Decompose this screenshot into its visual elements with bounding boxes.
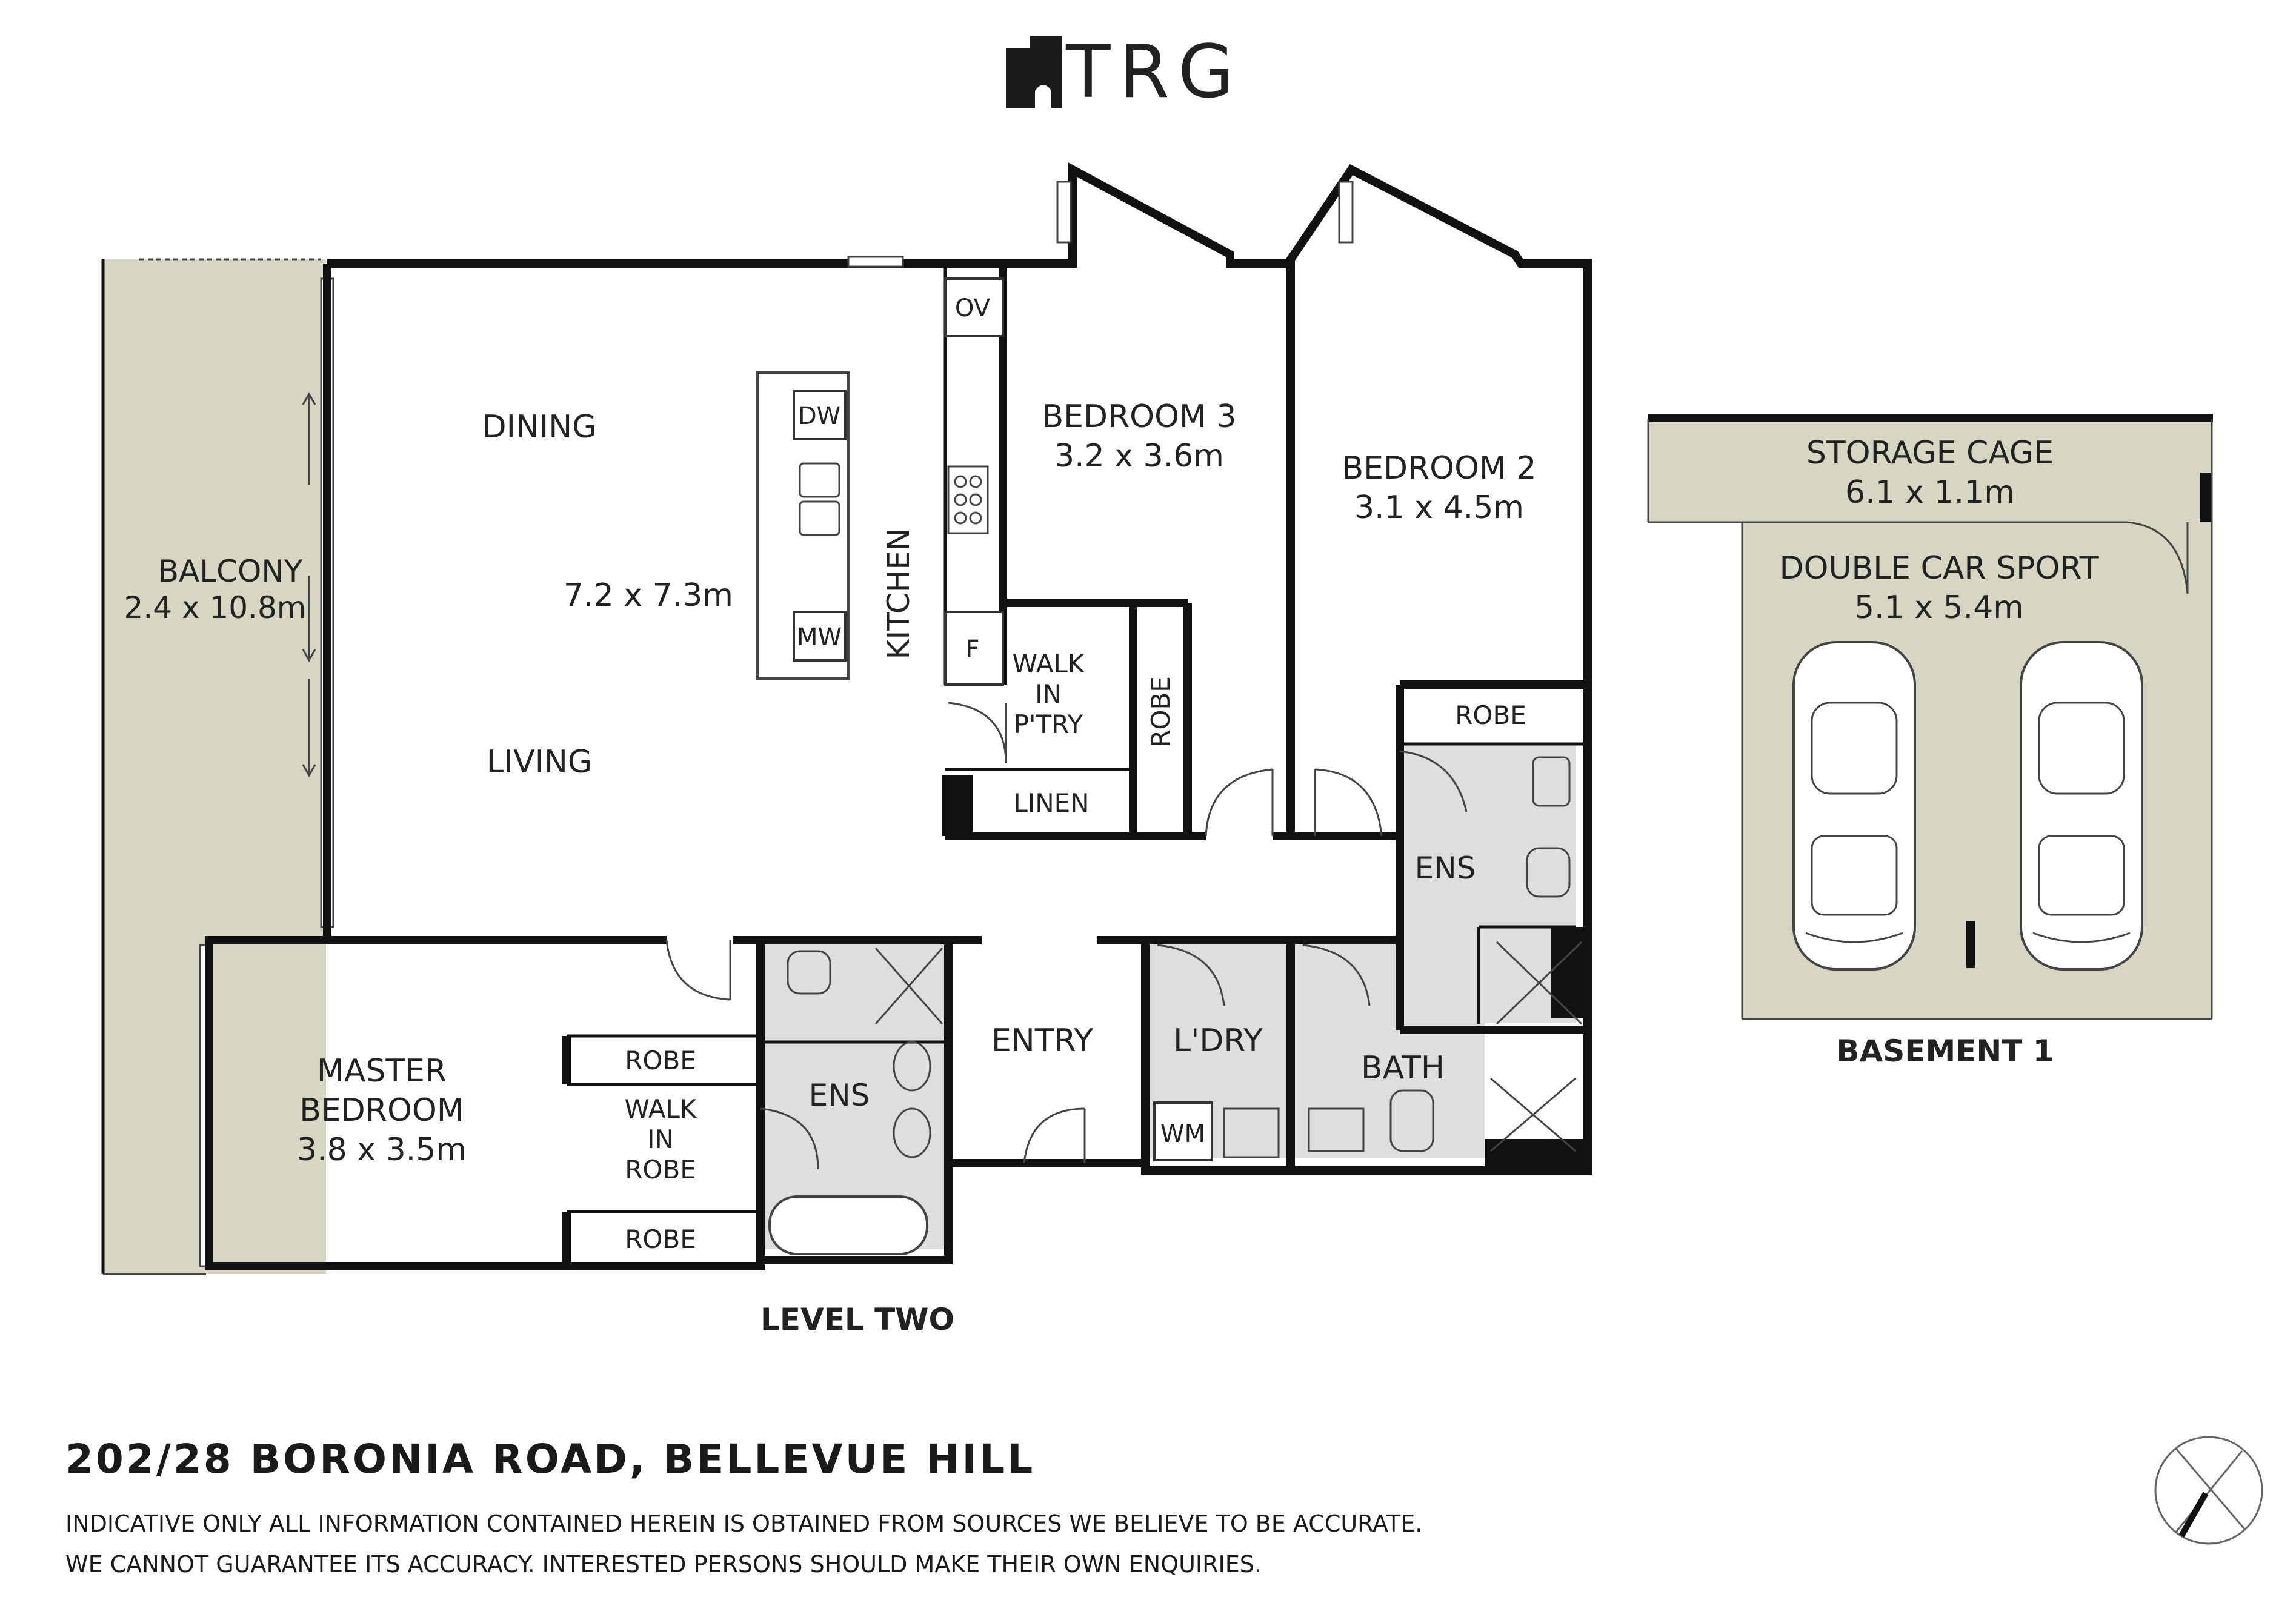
walkin-robe-line2: IN (647, 1124, 674, 1154)
bedroom3-size: 3.2 x 3.6m (1054, 438, 1224, 474)
basement-label: BASEMENT 1 (1836, 1034, 2054, 1069)
oven-label: OV (955, 294, 991, 322)
car-icon (2020, 641, 2143, 971)
living-size: 7.2 x 7.3m (564, 577, 733, 614)
kitchen-fixtures: DW MW OV F KITCHEN (756, 277, 1004, 686)
walkin-robe-line3: ROBE (625, 1155, 696, 1184)
basin-icon (893, 1041, 931, 1092)
balcony-size: 2.4 x 10.8m (124, 590, 307, 625)
bedroom2-label: BEDROOM 2 (1342, 450, 1536, 486)
trg-logo: TRG (1006, 30, 1243, 115)
shower-icon (1490, 1077, 1576, 1152)
bedroom3-label: BEDROOM 3 (1042, 399, 1236, 435)
dishwasher-box (793, 390, 847, 440)
bathtub-icon (768, 1195, 928, 1255)
master-label-line1: MASTER (317, 1053, 447, 1089)
shower-icon (874, 948, 943, 1024)
robe-bed2-label: ROBE (1455, 700, 1526, 730)
linen-label: LINEN (1013, 788, 1089, 818)
cooktop-icon (947, 465, 989, 534)
castle-icon (1006, 36, 1062, 108)
oven-box (944, 277, 1004, 337)
room-labels: DINING 7.2 x 7.3m LIVING BEDROOM 3 3.2 x… (297, 399, 1536, 1337)
laundry-tub-icon (1223, 1107, 1280, 1158)
toilet-icon (787, 950, 831, 995)
robe-bed3-label: ROBE (1146, 676, 1176, 748)
disclaimer-line2: WE CANNOT GUARANTEE ITS ACCURACY. INTERE… (65, 1551, 1262, 1578)
dishwasher-label: DW (798, 402, 840, 430)
washing-machine-box (1153, 1101, 1213, 1161)
balcony: BALCONY 2.4 x 10.8m (101, 258, 334, 1275)
washing-machine-label: WM (1160, 1120, 1205, 1148)
brand-name: TRG (1065, 30, 1243, 115)
fridge-label: F (965, 636, 979, 663)
fridge-box (944, 611, 1004, 686)
basement-plan: STORAGE CAGE 6.1 x 1.1m DOUBLE CAR SPORT… (1647, 414, 2213, 1069)
dining-label: DINING (482, 409, 597, 445)
bedroom2-size: 3.1 x 4.5m (1354, 490, 1524, 526)
bathroom-fixtures: WM (768, 756, 1583, 1255)
walkin-robe-line1: WALK (625, 1094, 697, 1124)
shower-icon (1496, 941, 1583, 1025)
balcony-label: BALCONY (158, 554, 303, 589)
pantry-line2: IN (1035, 679, 1062, 709)
toilet-icon (1526, 847, 1571, 898)
compass-icon (2154, 1436, 2263, 1545)
sliding-door-arrows (302, 391, 316, 778)
basin-icon (1532, 756, 1571, 807)
microwave-label: MW (797, 623, 842, 651)
storage-cage-label: STORAGE CAGE (1806, 435, 2054, 471)
car-space-label: DOUBLE CAR SPORT (1779, 550, 2098, 586)
level-two-label: LEVEL TWO (760, 1302, 954, 1337)
laundry-label: L'DRY (1173, 1023, 1263, 1059)
master-size: 3.8 x 3.5m (297, 1132, 467, 1168)
bath-label: BATH (1361, 1050, 1445, 1086)
kitchen-label: KITCHEN (881, 528, 916, 660)
sink-icon (799, 462, 840, 536)
pantry-line1: WALK (1013, 649, 1085, 679)
door-swings (665, 702, 1468, 1170)
ens-bed2-label: ENS (1415, 851, 1476, 886)
toilet-icon (1389, 1089, 1434, 1152)
car-space-size: 5.1 x 5.4m (1854, 589, 2024, 626)
robe-master-bottom-label: ROBE (625, 1224, 696, 1254)
storage-cage-size: 6.1 x 1.1m (1845, 474, 2015, 511)
pantry-line3: P'TRY (1014, 709, 1083, 739)
entry-label: ENTRY (991, 1023, 1093, 1059)
car-icon (1792, 641, 1916, 971)
basin-icon (893, 1107, 931, 1158)
robe-master-top-label: ROBE (625, 1046, 696, 1075)
microwave-box (793, 611, 847, 662)
basin-icon (1308, 1107, 1365, 1152)
disclaimer-line1: INDICATIVE ONLY ALL INFORMATION CONTAINE… (65, 1510, 1423, 1537)
ens-master-label: ENS (809, 1078, 870, 1113)
property-address: 202/28 BORONIA ROAD, BELLEVUE HILL (65, 1436, 1036, 1482)
master-label-line2: BEDROOM (299, 1092, 464, 1129)
living-label: LIVING (487, 744, 592, 780)
